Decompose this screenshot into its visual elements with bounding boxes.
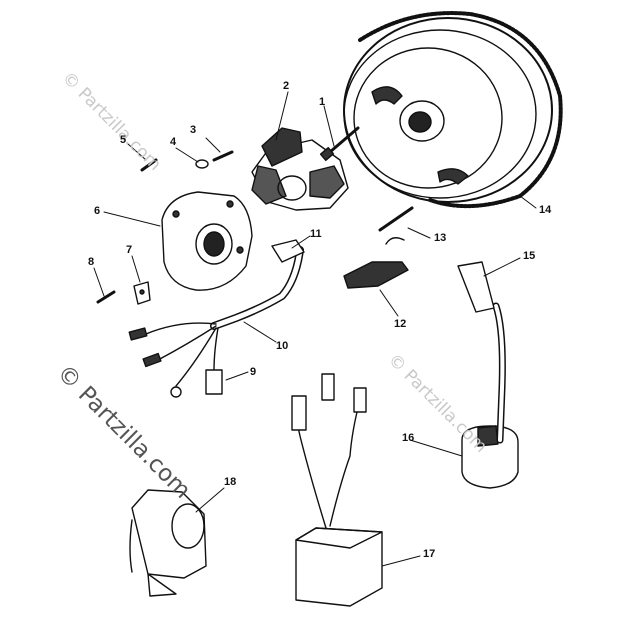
stator-screw-part	[319, 126, 360, 161]
screw-3-part	[212, 150, 234, 162]
callout-12: 12	[394, 318, 407, 330]
callout-6: 6	[94, 205, 101, 217]
relay-part	[129, 489, 207, 597]
pickup-coil-part	[343, 237, 409, 289]
base-plate-part	[161, 191, 253, 291]
clamp-7-part	[133, 281, 151, 305]
washer-4-part	[195, 159, 209, 169]
callout-18: 18	[224, 476, 237, 488]
callout-5: 5	[120, 134, 127, 146]
callout-16: 16	[402, 432, 415, 444]
callout-3: 3	[190, 124, 197, 136]
callout-8: 8	[88, 256, 95, 268]
screw-5-part	[140, 158, 158, 172]
callout-15: 15	[523, 250, 536, 262]
callout-7: 7	[126, 244, 133, 256]
stator-part	[251, 127, 349, 211]
flywheel-ring-gear	[358, 11, 563, 209]
screw-13-part	[378, 206, 414, 232]
callout-11: 11	[310, 228, 322, 240]
flywheel-part	[343, 11, 563, 209]
callout-1: 1	[319, 96, 326, 108]
callout-13: 13	[434, 232, 447, 244]
ignition-coil-part	[457, 261, 519, 489]
callout-2: 2	[283, 80, 290, 92]
cdi-box-part	[291, 373, 383, 607]
callout-17: 17	[423, 548, 436, 560]
screw-8-part	[96, 290, 116, 304]
wire-harness-part	[128, 246, 304, 398]
callout-9: 9	[250, 366, 257, 378]
callout-leaders	[93, 91, 537, 567]
callout-14: 14	[539, 204, 552, 216]
callout-4: 4	[170, 136, 177, 148]
callout-10: 10	[276, 340, 289, 352]
